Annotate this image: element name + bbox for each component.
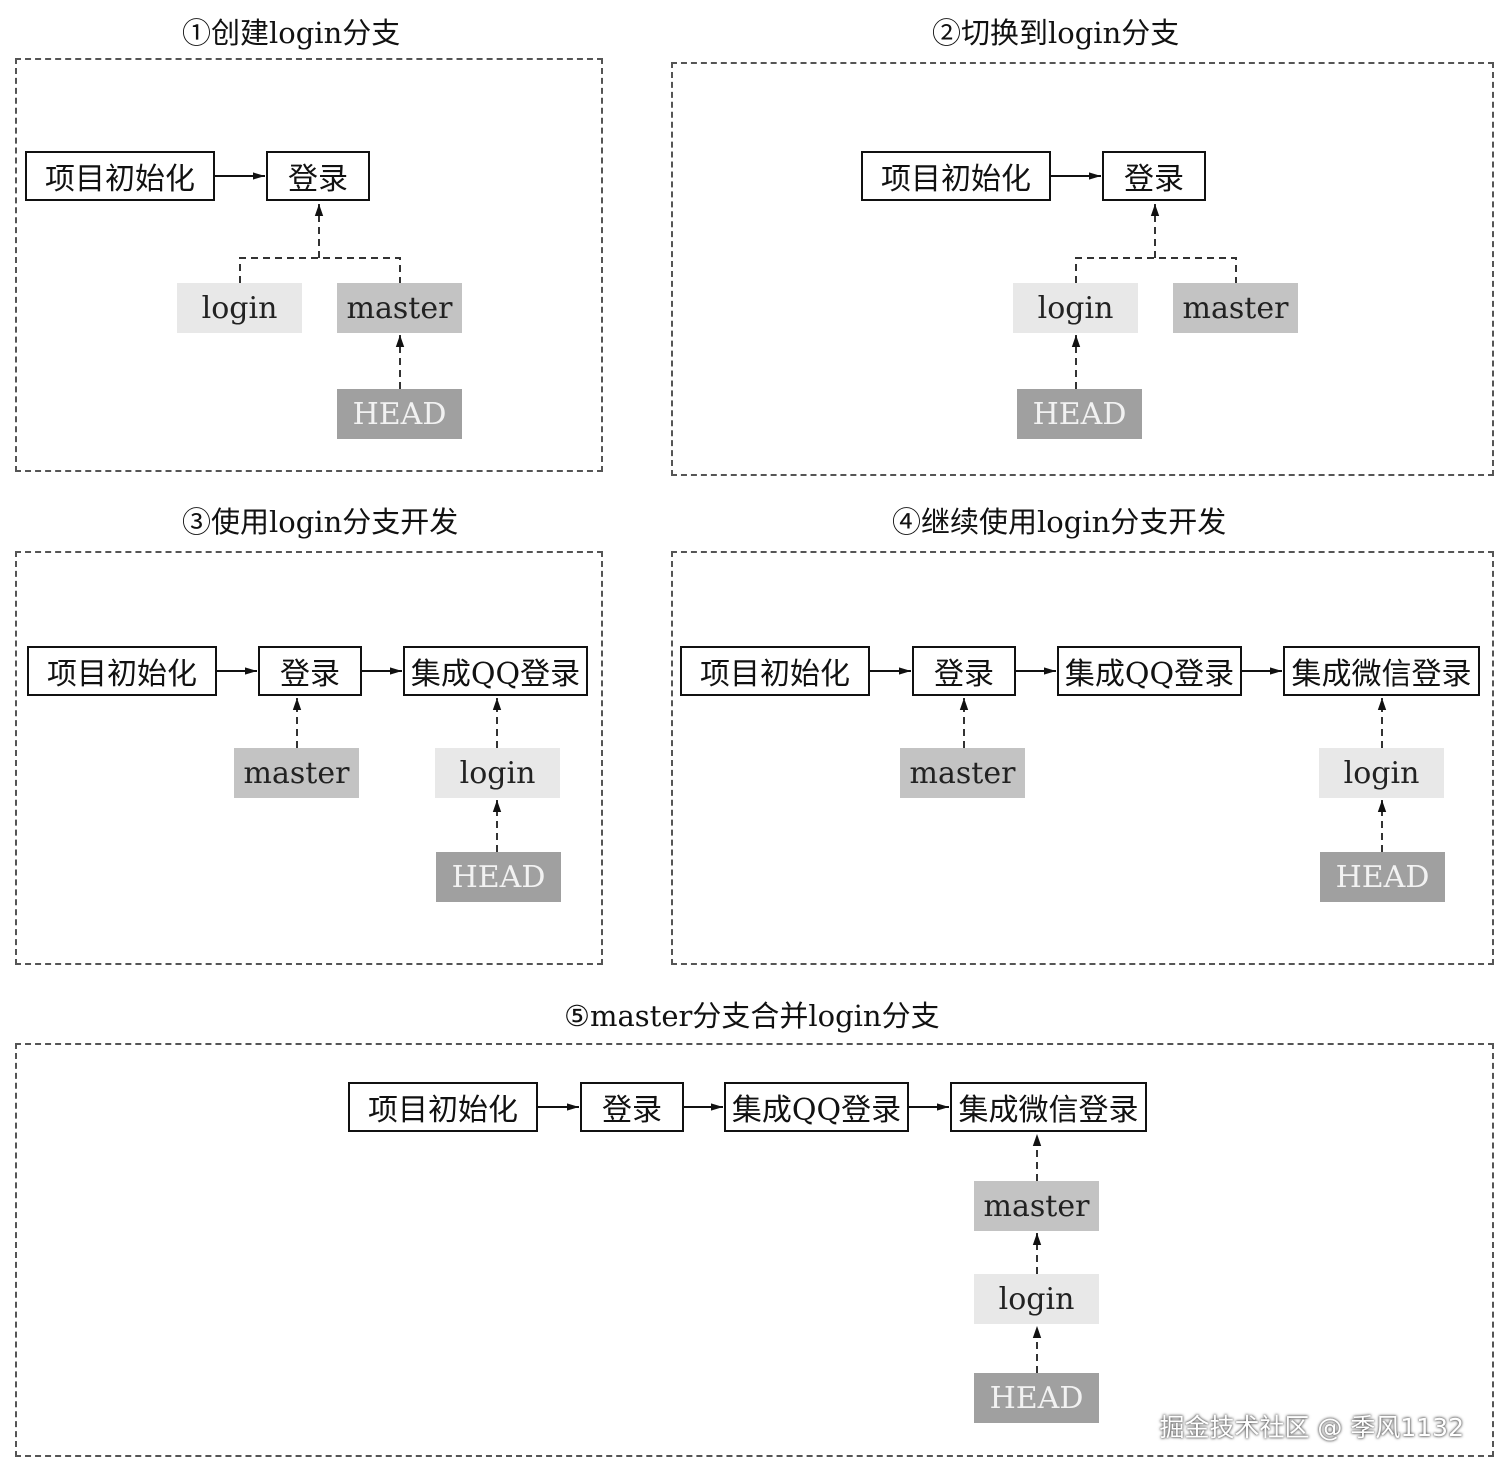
branch-master: master [900, 748, 1025, 798]
panel-1 [15, 58, 603, 472]
panel-3 [15, 551, 603, 965]
panel-2-title: ②切换到login分支 [932, 16, 1180, 50]
panel-5-title: ⑤master分支合并login分支 [564, 999, 940, 1033]
branch-master: master [337, 283, 462, 333]
commit-login: 登录 [266, 151, 370, 201]
commit-wechat: 集成微信登录 [1283, 646, 1480, 696]
commit-qq: 集成QQ登录 [403, 646, 588, 696]
commit-init: 项目初始化 [680, 646, 870, 696]
pointer-fork [1075, 257, 1237, 283]
watermark: 掘金技术社区 @ 季风1132 [1159, 1413, 1464, 1442]
commit-login: 登录 [912, 646, 1016, 696]
head-pointer: HEAD [1017, 389, 1142, 439]
branch-login: login [177, 283, 302, 333]
branch-login: login [1013, 283, 1138, 333]
panel-1-title: ①创建login分支 [182, 16, 401, 50]
branch-login: login [1319, 748, 1444, 798]
commit-init: 项目初始化 [27, 646, 217, 696]
commit-qq: 集成QQ登录 [724, 1082, 909, 1132]
head-pointer: HEAD [436, 852, 561, 902]
commit-wechat: 集成微信登录 [950, 1082, 1147, 1132]
pointer-fork [239, 257, 401, 283]
head-pointer: HEAD [337, 389, 462, 439]
commit-qq: 集成QQ登录 [1057, 646, 1242, 696]
commit-login: 登录 [258, 646, 362, 696]
commit-init: 项目初始化 [348, 1082, 538, 1132]
branch-master: master [234, 748, 359, 798]
commit-login: 登录 [1102, 151, 1206, 201]
commit-init: 项目初始化 [25, 151, 215, 201]
branch-master: master [1173, 283, 1298, 333]
head-pointer: HEAD [1320, 852, 1445, 902]
panel-5 [15, 1043, 1494, 1457]
head-pointer: HEAD [974, 1373, 1099, 1423]
panel-3-title: ③使用login分支开发 [182, 505, 459, 539]
panel-2 [671, 62, 1494, 476]
branch-login: login [435, 748, 560, 798]
panel-4-title: ④继续使用login分支开发 [892, 505, 1227, 539]
branch-master: master [974, 1181, 1099, 1231]
commit-init: 项目初始化 [861, 151, 1051, 201]
commit-login: 登录 [580, 1082, 684, 1132]
branch-login: login [974, 1274, 1099, 1324]
panel-4 [671, 551, 1494, 965]
